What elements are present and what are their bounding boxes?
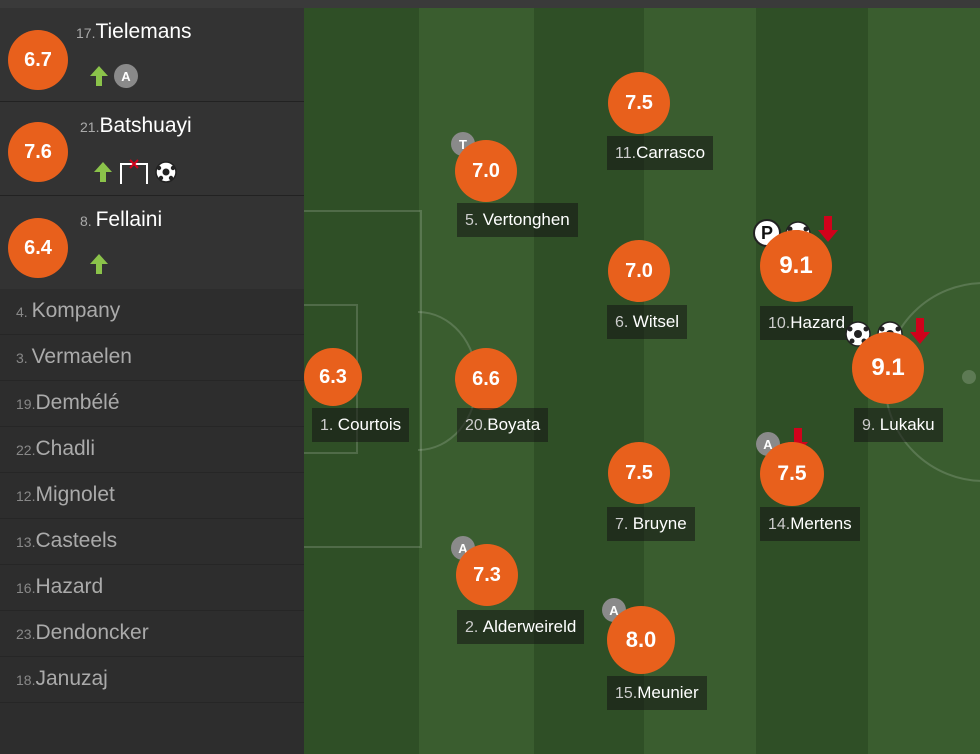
bench-row[interactable]: 19.Dembélé: [0, 381, 304, 427]
player-label: 5. Vertonghen: [457, 203, 578, 237]
player-label: 6. Witsel: [607, 305, 688, 339]
sub-out-arrow-icon: [818, 216, 838, 242]
bench-player-name: 13.Casteels: [16, 529, 118, 552]
bench-row[interactable]: 16.Hazard: [0, 565, 304, 611]
rating-badge: 6.6: [455, 348, 517, 410]
player-events: [92, 158, 178, 186]
bench-row[interactable]: 4. Kompany: [0, 289, 304, 335]
player-label: 10.Hazard: [760, 306, 854, 340]
bench-player-name: 3. Vermaelen: [16, 345, 132, 368]
bench-player-name: 18.Januzaj: [16, 667, 108, 690]
rating-badge: 7.5: [608, 442, 670, 504]
bench-row[interactable]: 13.Casteels: [0, 519, 304, 565]
player-label: 7. Bruyne: [607, 507, 695, 541]
player-label: 11.Carrasco: [607, 136, 714, 170]
center-spot: [962, 370, 976, 384]
goal-ball-icon: [155, 161, 177, 183]
player-label: 9. Lukaku: [854, 408, 943, 442]
bench-player-name: 19.Dembélé: [16, 391, 120, 414]
pitch: 6.3 1. Courtois 6.6 20.Boyata T 7.0 5. V…: [304, 8, 980, 754]
player-label: 15.Meunier: [607, 676, 707, 710]
rating-badge: 7.6: [8, 122, 68, 182]
rating-badge: 7.5: [608, 72, 670, 134]
bench-player-name: 4. Kompany: [16, 299, 121, 322]
player-label: 2. Alderweireld: [457, 610, 585, 644]
rating-badge: 6.7: [8, 30, 68, 90]
sub-out-arrow-icon: [910, 318, 930, 344]
player-name[interactable]: 8. Fellaini: [80, 208, 163, 231]
missed-chance-goalpost-icon: [120, 159, 148, 184]
bench-player-name: 12.Mignolet: [16, 483, 115, 506]
rating-badge: 9.1: [852, 332, 924, 404]
svg-text:P: P: [761, 223, 773, 243]
substitute-row[interactable]: 7.6 21.Batshuayi: [0, 102, 304, 196]
sub-in-arrow-icon: [90, 66, 108, 86]
bench-player-name: 22.Chadli: [16, 437, 96, 460]
rating-badge: 6.4: [8, 218, 68, 278]
rating-badge: 7.5: [760, 442, 824, 506]
player-name[interactable]: 17.Tielemans: [76, 20, 192, 43]
bench-player-name: 16.Hazard: [16, 575, 104, 598]
assist-icon: A: [114, 64, 138, 88]
rating-badge: 7.3: [456, 544, 518, 606]
bench-row[interactable]: 22.Chadli: [0, 427, 304, 473]
top-bar: [0, 0, 980, 8]
bench-row[interactable]: 23.Dendoncker: [0, 611, 304, 657]
substitute-row[interactable]: 6.4 8. Fellaini: [0, 196, 304, 290]
player-label: 14.Mertens: [760, 507, 860, 541]
sub-in-arrow-icon: [94, 162, 112, 182]
pitch-stripe: [756, 8, 868, 754]
bench-row[interactable]: 18.Januzaj: [0, 657, 304, 703]
substitute-row[interactable]: 6.7 17.Tielemans A: [0, 8, 304, 102]
rating-badge: 8.0: [607, 606, 675, 674]
player-events: A: [88, 64, 138, 88]
player-name[interactable]: 21.Batshuayi: [80, 114, 192, 137]
rating-badge: 7.0: [455, 140, 517, 202]
rating-badge: 6.3: [304, 348, 362, 406]
player-label: 20.Boyata: [457, 408, 549, 442]
bench-row[interactable]: 3. Vermaelen: [0, 335, 304, 381]
bench-row[interactable]: 12.Mignolet: [0, 473, 304, 519]
rating-badge: 7.0: [608, 240, 670, 302]
sub-in-arrow-icon: [90, 254, 108, 274]
lineup-sidebar: 6.7 17.Tielemans A 7.6 21.Batshuayi 6.4 …: [0, 8, 304, 754]
player-events: [88, 252, 110, 276]
rating-badge: 9.1: [760, 230, 832, 302]
bench-player-name: 23.Dendoncker: [16, 621, 149, 644]
player-label: 1. Courtois: [312, 408, 410, 442]
